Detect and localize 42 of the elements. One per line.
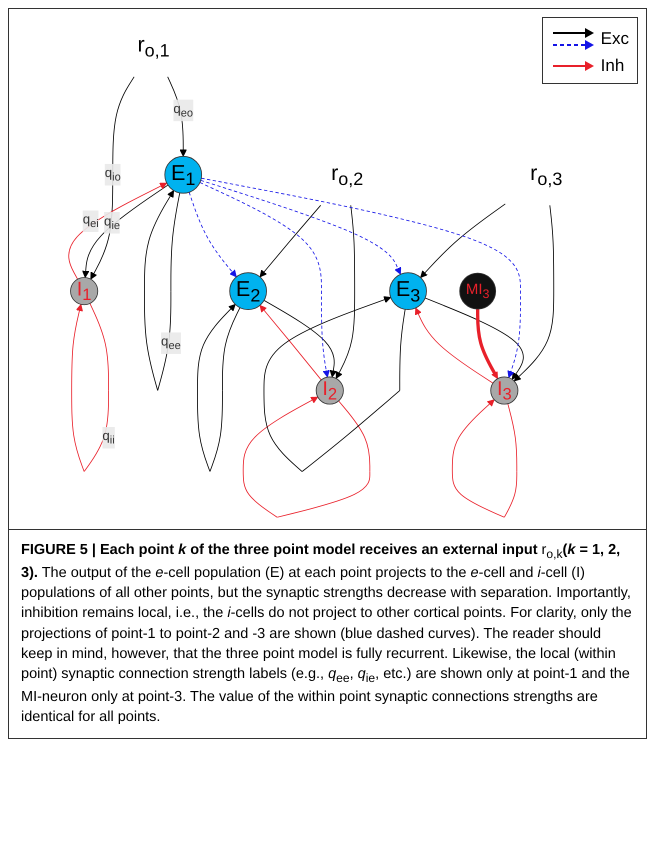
- edge-label: q$_{io}$: [104, 166, 120, 184]
- arrow: [144, 190, 180, 391]
- arrow: [451, 399, 517, 518]
- node-circle: [315, 376, 344, 405]
- arrow: [259, 204, 321, 278]
- node-circle: [228, 272, 266, 310]
- arrow: [242, 396, 370, 518]
- legend-label: Exc: [600, 29, 629, 49]
- arrow: [200, 178, 520, 378]
- legend-label: Inh: [600, 56, 624, 76]
- arrow: [259, 304, 322, 380]
- figure-caption: FIGURE 5 | Each point k of the three point model receives an external input r$_{o,k}$(k = 1, 2, 3). The output of the e-cell population (E) at each point projects to the e-cell and i-cell (I) populations of all other points, but the synaptic strengths decrease with separation. Importantly, inhibition remains local, i.e., the i-cells do not project to other cortical points. For clarity, only the projections of point-1 to point-2 and -3 are shown (blue dashed curves). The reader should keep in mind, however, that the three point model is fully recurrent. Likewise, the local (within point) synaptic connection strength labels (e.g., q$_{ee}$, q$_{ie}$, etc.) are shown only at point-1 and the MI-neuron only at point-3. The value of the within point synaptic connections strengths are identical for all points.: [9, 529, 646, 738]
- arrow: [199, 182, 330, 378]
- arrow: [420, 204, 506, 278]
- node-text: r$_{o,2}$: [330, 160, 363, 190]
- arrow: [70, 303, 108, 472]
- node-circle: [388, 272, 426, 310]
- node-text: r$_{o,1}$: [136, 31, 170, 61]
- edge-label: q$_{eo}$: [172, 102, 193, 119]
- arrow: [424, 298, 524, 380]
- arrow: [196, 304, 240, 472]
- arrow: [68, 182, 167, 280]
- edge-label: q$_{ee}$: [160, 334, 180, 352]
- arrow: [166, 76, 186, 157]
- arrow: [263, 296, 406, 472]
- edge-label: q$_{ie}$: [104, 214, 120, 232]
- node-circle: [458, 272, 496, 310]
- arrow: [263, 300, 336, 378]
- node-text: r$_{o,3}$: [530, 160, 562, 190]
- node-circle: [490, 376, 518, 405]
- arrow: [90, 76, 134, 280]
- arrow: [414, 308, 493, 384]
- arrow: [82, 184, 168, 278]
- arrow: [335, 204, 355, 379]
- arrow: [200, 180, 401, 275]
- arrow: [513, 204, 554, 382]
- edge-label: q$_{ei}$: [82, 212, 98, 230]
- arrow: [188, 192, 236, 278]
- arrow: [476, 309, 498, 379]
- node-circle: [70, 277, 98, 306]
- node-circle: [164, 156, 202, 194]
- edge-label: q$_{ii}$: [102, 429, 114, 446]
